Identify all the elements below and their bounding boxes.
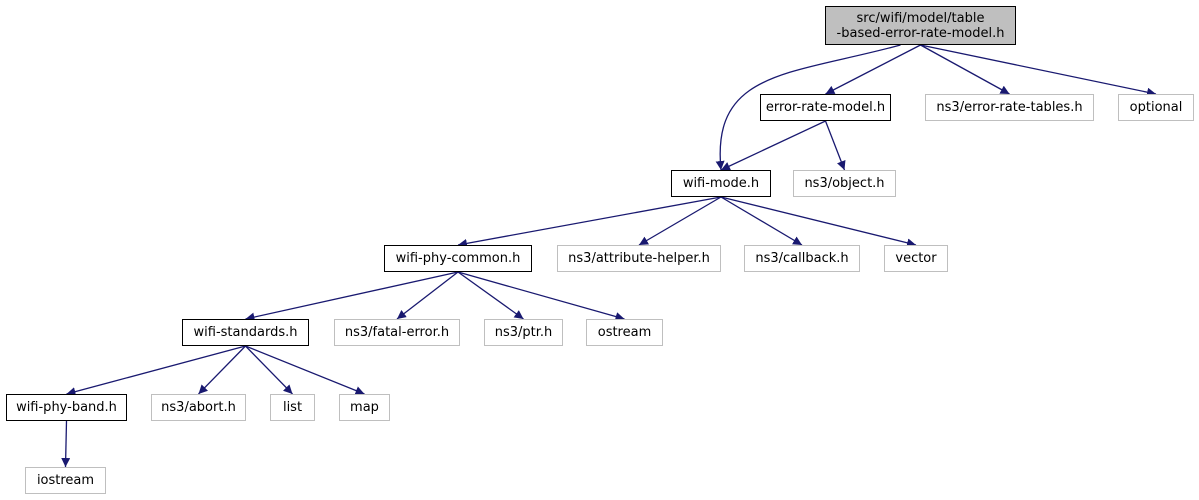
- node-label-line: wifi-phy-common.h: [395, 251, 521, 266]
- node-label: wifi-phy-common.h: [396, 251, 521, 266]
- node-error-rate-model[interactable]: error-rate-model.h: [760, 94, 891, 121]
- node-label-line: wifi-standards.h: [193, 325, 298, 340]
- node-label: wifi-standards.h: [194, 325, 298, 340]
- node-attribute-helper: ns3/attribute-helper.h: [557, 245, 721, 272]
- node-label: ns3/error-rate-tables.h: [936, 100, 1082, 115]
- node-optional: optional: [1118, 94, 1194, 121]
- edge-wifi-mode-to-attribute-helper: [638, 196, 722, 246]
- node-label-line: ns3/object.h: [804, 176, 885, 191]
- node-label: map: [350, 400, 379, 415]
- node-label-line: ns3/callback.h: [755, 251, 849, 266]
- edge-root-to-optional: [920, 44, 1157, 97]
- node-abort: ns3/abort.h: [151, 394, 246, 421]
- edge-wifi-mode-to-vector: [720, 196, 917, 248]
- node-error-rate-tables: ns3/error-rate-tables.h: [925, 94, 1094, 121]
- node-map: map: [339, 394, 390, 421]
- node-iostream: iostream: [25, 467, 106, 494]
- node-wifi-phy-band[interactable]: wifi-phy-band.h: [6, 394, 127, 421]
- edge-wifi-mode-to-wifi-phy-common: [457, 196, 722, 248]
- node-object: ns3/object.h: [793, 170, 896, 197]
- node-label: ns3/callback.h: [755, 251, 848, 266]
- node-label: src/wifi/model/table-based-error-rate-mo…: [837, 11, 1005, 41]
- node-ostream: ostream: [586, 319, 663, 346]
- node-label: error-rate-model.h: [766, 100, 885, 115]
- edge-wifi-phy-common-to-fatal-error: [396, 271, 459, 320]
- node-ptr: ns3/ptr.h: [484, 319, 563, 346]
- node-label-line: ns3/error-rate-tables.h: [936, 100, 1083, 115]
- edge-wifi-phy-common-to-ostream: [457, 271, 625, 321]
- node-label-line: ns3/abort.h: [161, 400, 236, 415]
- node-label: ostream: [598, 325, 652, 340]
- node-label: ns3/attribute-helper.h: [568, 251, 710, 266]
- node-wifi-phy-common[interactable]: wifi-phy-common.h: [384, 245, 532, 272]
- node-label: list: [283, 400, 302, 415]
- node-label-line: list: [282, 400, 303, 415]
- node-label: vector: [895, 251, 936, 266]
- node-label: wifi-mode.h: [683, 176, 759, 191]
- edge-error-rate-model-to-wifi-mode: [720, 120, 826, 171]
- edge-error-rate-model-to-object: [824, 120, 846, 171]
- edge-wifi-phy-band-to-iostream: [61, 420, 71, 468]
- node-fatal-error: ns3/fatal-error.h: [334, 319, 460, 346]
- node-label-line: optional: [1129, 100, 1183, 115]
- edge-wifi-mode-to-callback: [720, 196, 803, 246]
- edge-wifi-standards-to-wifi-phy-band: [66, 345, 246, 397]
- node-label-line: vector: [895, 251, 937, 266]
- edge-wifi-standards-to-abort: [198, 345, 246, 395]
- edge-root-to-error-rate-tables: [920, 44, 1010, 95]
- node-wifi-mode[interactable]: wifi-mode.h: [671, 170, 771, 197]
- node-label-line: ns3/ptr.h: [494, 325, 553, 340]
- node-label-line: ns3/fatal-error.h: [344, 325, 450, 340]
- node-label-line: map: [350, 400, 379, 415]
- node-label: ns3/fatal-error.h: [345, 325, 449, 340]
- node-label-line: iostream: [36, 473, 95, 488]
- node-root[interactable]: src/wifi/model/table-based-error-rate-mo…: [825, 6, 1016, 45]
- edge-root-to-error-rate-model: [825, 44, 921, 95]
- node-label: ns3/ptr.h: [495, 325, 553, 340]
- node-label: ns3/abort.h: [161, 400, 236, 415]
- edge-wifi-standards-to-map: [245, 345, 365, 395]
- node-label-line: wifi-mode.h: [682, 176, 760, 191]
- node-label: iostream: [37, 473, 94, 488]
- node-label-line: -based-error-rate-model.h: [836, 25, 1005, 41]
- edge-root-to-wifi-mode: [715, 44, 901, 171]
- node-label-line: wifi-phy-band.h: [16, 400, 117, 415]
- node-callback: ns3/callback.h: [744, 245, 860, 272]
- node-label: ns3/object.h: [804, 176, 884, 191]
- node-label-line: ostream: [597, 325, 652, 340]
- node-wifi-standards[interactable]: wifi-standards.h: [182, 319, 309, 346]
- edge-wifi-standards-to-list: [245, 345, 293, 395]
- edge-wifi-phy-common-to-ptr: [457, 271, 524, 320]
- edge-wifi-phy-common-to-wifi-standards: [245, 271, 459, 322]
- node-label: optional: [1130, 100, 1183, 115]
- node-vector: vector: [884, 245, 948, 272]
- node-label-line: src/wifi/model/table: [856, 10, 985, 26]
- node-label: wifi-phy-band.h: [16, 400, 117, 415]
- node-label-line: error-rate-model.h: [765, 100, 886, 115]
- node-list: list: [270, 394, 315, 421]
- node-label-line: ns3/attribute-helper.h: [568, 251, 710, 266]
